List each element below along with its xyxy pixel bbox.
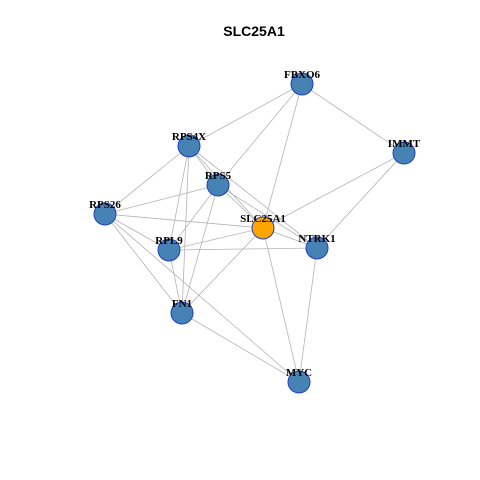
node-rps5[interactable] xyxy=(206,173,230,197)
node-label-fbxo6: FBXO6 xyxy=(284,69,321,81)
node-rps26[interactable] xyxy=(93,202,117,226)
node-label-rps26: RPS26 xyxy=(89,199,121,211)
edge-fbxo6-rps5 xyxy=(217,83,303,186)
edge-slc25a1-fn1 xyxy=(181,227,264,314)
node-label-fn1: FN1 xyxy=(172,298,192,310)
diagram-title: SLC25A1 xyxy=(223,23,285,39)
node-fbxo6[interactable] xyxy=(290,72,314,96)
edge-rps4x-rps26 xyxy=(104,145,190,215)
edge-rps4x-rpl9 xyxy=(168,145,190,251)
edge-fbxo6-slc25a1 xyxy=(262,83,303,229)
edge-immt-slc25a1 xyxy=(262,152,405,229)
edge-ntrk1-rpl9 xyxy=(168,247,318,251)
edge-fbxo6-immt xyxy=(301,83,405,154)
edge-fbxo6-rps4x xyxy=(188,83,303,147)
edge-rps5-rps26 xyxy=(104,184,219,215)
edge-rps26-slc25a1 xyxy=(104,213,264,229)
edge-rps5-fn1 xyxy=(181,184,219,314)
node-rps4x[interactable] xyxy=(177,134,201,158)
node-label-rps4x: RPS4X xyxy=(172,131,206,143)
edge-fn1-myc xyxy=(181,312,300,383)
node-myc[interactable] xyxy=(287,370,311,394)
node-label-slc25a1: SLC25A1 xyxy=(240,213,286,225)
edge-slc25a1-rpl9 xyxy=(168,227,264,251)
edge-rps26-myc xyxy=(104,213,300,383)
edge-rps26-fn1 xyxy=(104,213,183,314)
edge-rps4x-fn1 xyxy=(181,145,190,314)
edge-rps4x-ntrk1 xyxy=(188,145,318,249)
node-label-rpl9: RPL9 xyxy=(155,235,183,247)
edge-immt-ntrk1 xyxy=(316,152,405,249)
edge-rps26-rpl9 xyxy=(104,213,170,251)
node-label-rps5: RPS5 xyxy=(205,170,232,182)
edge-slc25a1-myc xyxy=(262,227,300,383)
node-label-ntrk1: NTRK1 xyxy=(298,233,335,245)
node-slc25a1[interactable] xyxy=(251,216,275,240)
node-label-myc: MYC xyxy=(286,367,312,379)
node-label-immt: IMMT xyxy=(388,138,421,150)
node-layer xyxy=(93,72,416,394)
edge-rps5-ntrk1 xyxy=(217,184,318,249)
edge-rps5-rpl9 xyxy=(168,184,219,251)
edge-ntrk1-myc xyxy=(298,247,318,383)
node-immt[interactable] xyxy=(392,141,416,165)
node-ntrk1[interactable] xyxy=(305,236,329,260)
node-rpl9[interactable] xyxy=(157,238,181,262)
node-fn1[interactable] xyxy=(170,301,194,325)
